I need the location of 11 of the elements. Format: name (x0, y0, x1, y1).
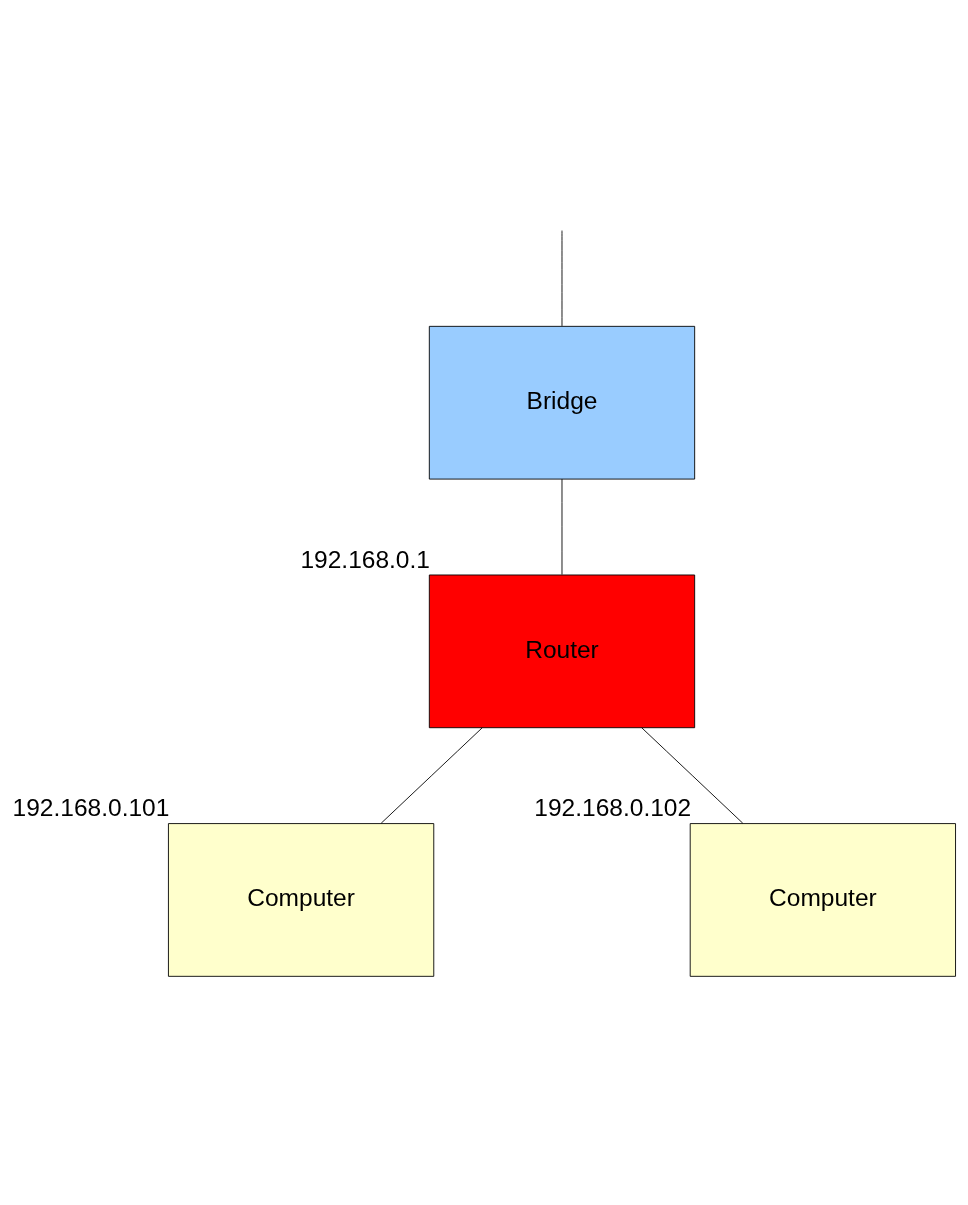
connector (561, 229, 562, 326)
node-label: 192.168.0.101 (12, 793, 169, 821)
connector (640, 726, 743, 824)
node-box: Computer (689, 822, 956, 977)
node-box: Router (428, 574, 695, 728)
node-label: 192.168.0.102 (533, 793, 691, 821)
connector (561, 478, 562, 575)
node-box: Bridge (428, 325, 695, 480)
connector (380, 726, 483, 824)
node-box: Computer (167, 822, 434, 977)
node-label: 192.168.0.1 (299, 545, 430, 573)
